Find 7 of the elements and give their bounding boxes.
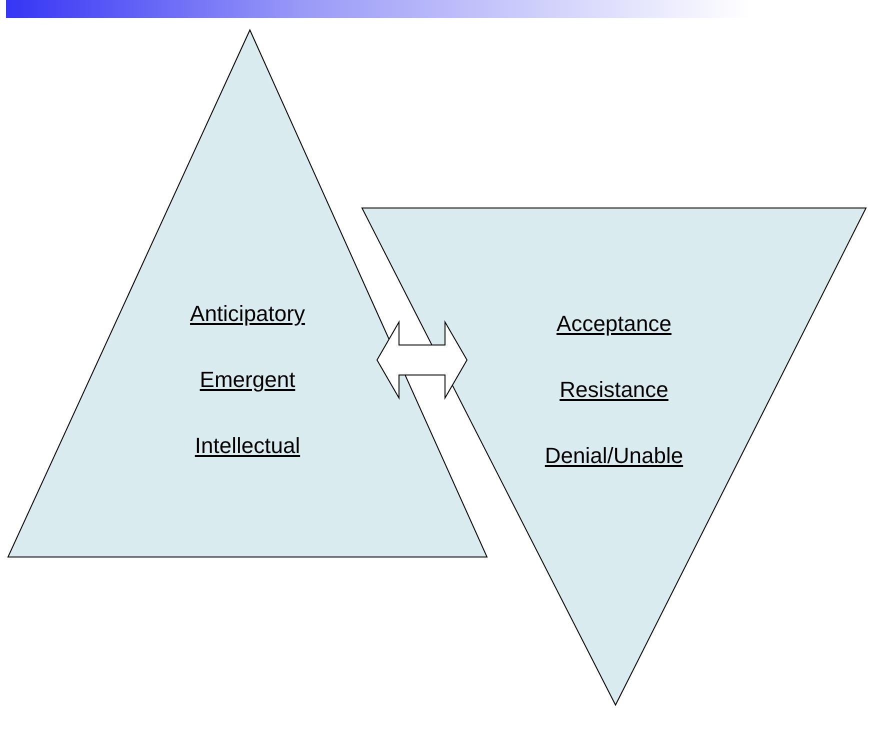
node-label: Intellectual	[194, 433, 300, 459]
block-arrow	[376, 320, 468, 400]
node-label: Anticipatory	[190, 301, 305, 327]
node-label: Resistance	[560, 377, 668, 403]
node-label: Emergent	[200, 367, 296, 393]
node-label: Acceptance	[556, 311, 672, 337]
node-label: Denial/Unable	[544, 443, 684, 469]
